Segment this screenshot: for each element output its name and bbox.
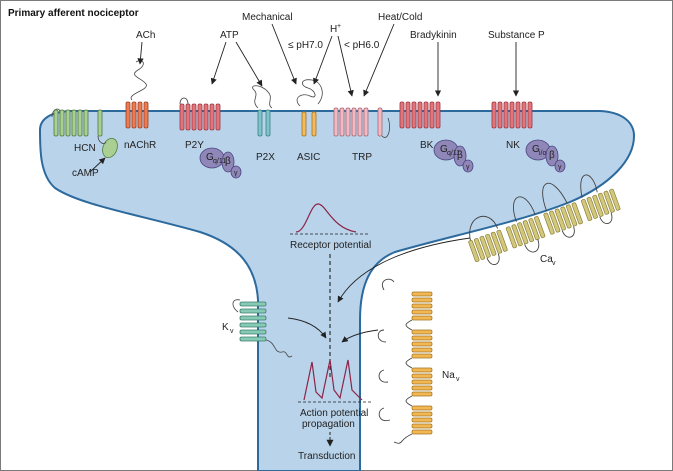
nav-label: Na: [442, 370, 455, 381]
substance-p-label: Substance P: [488, 30, 545, 41]
trp-label: TRP: [352, 152, 372, 163]
neuron-cell-body: [38, 110, 636, 471]
nachr-channel: [125, 60, 149, 129]
bk-beta: β: [457, 150, 463, 161]
p2y-label: P2Y: [185, 140, 204, 151]
p2y-gamma: γ: [234, 170, 238, 177]
proton-arrow-trp: [337, 35, 354, 97]
nk-beta: β: [549, 150, 555, 161]
bk-gamma: γ: [466, 164, 470, 171]
bk-g-label: G: [440, 144, 448, 155]
nav-channel: [377, 278, 433, 444]
ph70-label: ≤ pH7.0: [288, 40, 323, 51]
proton-sup: +: [337, 23, 341, 30]
trp-channel: [333, 107, 390, 138]
asic-label: ASIC: [297, 152, 320, 163]
kv-label: K: [222, 322, 229, 333]
nk-g-protein: [525, 139, 566, 173]
receptor-potential-label: Receptor potential: [290, 240, 371, 251]
mechanical-arrow: [271, 23, 297, 85]
camp-arrow: [89, 157, 106, 173]
p2y-g-sub: q/11: [213, 158, 226, 165]
nk-g-label: G: [532, 144, 540, 155]
p2x-channel: [252, 85, 273, 137]
bk-g-sub: q/11: [447, 150, 460, 157]
mechanical-label: Mechanical: [242, 12, 293, 23]
cav-arrow: [337, 237, 471, 303]
atp-label: ATP: [220, 30, 239, 41]
nk-receptor: [491, 101, 533, 129]
p2y-g-label: G: [206, 152, 214, 163]
receptor-potential-waveform: [290, 203, 368, 235]
transduction-label: Transduction: [298, 451, 355, 462]
ach-arrow: [137, 41, 144, 65]
cav-label: Ca: [540, 254, 553, 265]
cav-sub: v: [552, 260, 556, 267]
nav-sub: v: [456, 376, 460, 383]
proton-arrow-asic: [313, 35, 333, 85]
kv-channel: [232, 299, 293, 358]
atp-arrow-p2y: [210, 41, 227, 85]
nk-label: NK: [506, 140, 520, 151]
nk-g-sub: i/o: [539, 150, 547, 157]
heat-cold-arrow: [363, 23, 395, 97]
proton-label: H: [330, 24, 337, 35]
camp-label: cAMP: [72, 168, 99, 179]
p2x-label: P2X: [256, 152, 275, 163]
nachr-label: nAChR: [124, 140, 156, 151]
hcn-channel: [51, 108, 118, 159]
figure-title: Primary afferent nociceptor: [8, 8, 139, 19]
ach-label: ACh: [136, 30, 155, 41]
action-potential-label: Action potential: [300, 408, 368, 419]
heat-cold-label: Heat/Cold: [378, 12, 422, 23]
asic-channel: [296, 79, 323, 137]
bk-g-protein: [433, 139, 474, 173]
bradykinin-label: Bradykinin: [410, 30, 457, 41]
hcn-label: HCN: [74, 143, 96, 154]
kv-sub: v: [230, 328, 234, 335]
p2y-receptor: [179, 97, 221, 131]
cav-channel: [468, 174, 621, 265]
ph60-label: < pH6.0: [344, 40, 380, 51]
nk-gamma: γ: [558, 164, 562, 171]
kv-arrow: [287, 317, 327, 339]
bk-label: BK: [420, 140, 434, 151]
p2y-beta: β: [225, 156, 231, 167]
bk-receptor: [399, 101, 441, 129]
action-potential-waveform: [298, 359, 372, 403]
action-potential-label-2: propagation: [302, 419, 355, 430]
p2y-g-protein: [199, 147, 242, 179]
nav-arrow: [341, 329, 379, 343]
atp-arrow-p2x: [235, 41, 263, 87]
